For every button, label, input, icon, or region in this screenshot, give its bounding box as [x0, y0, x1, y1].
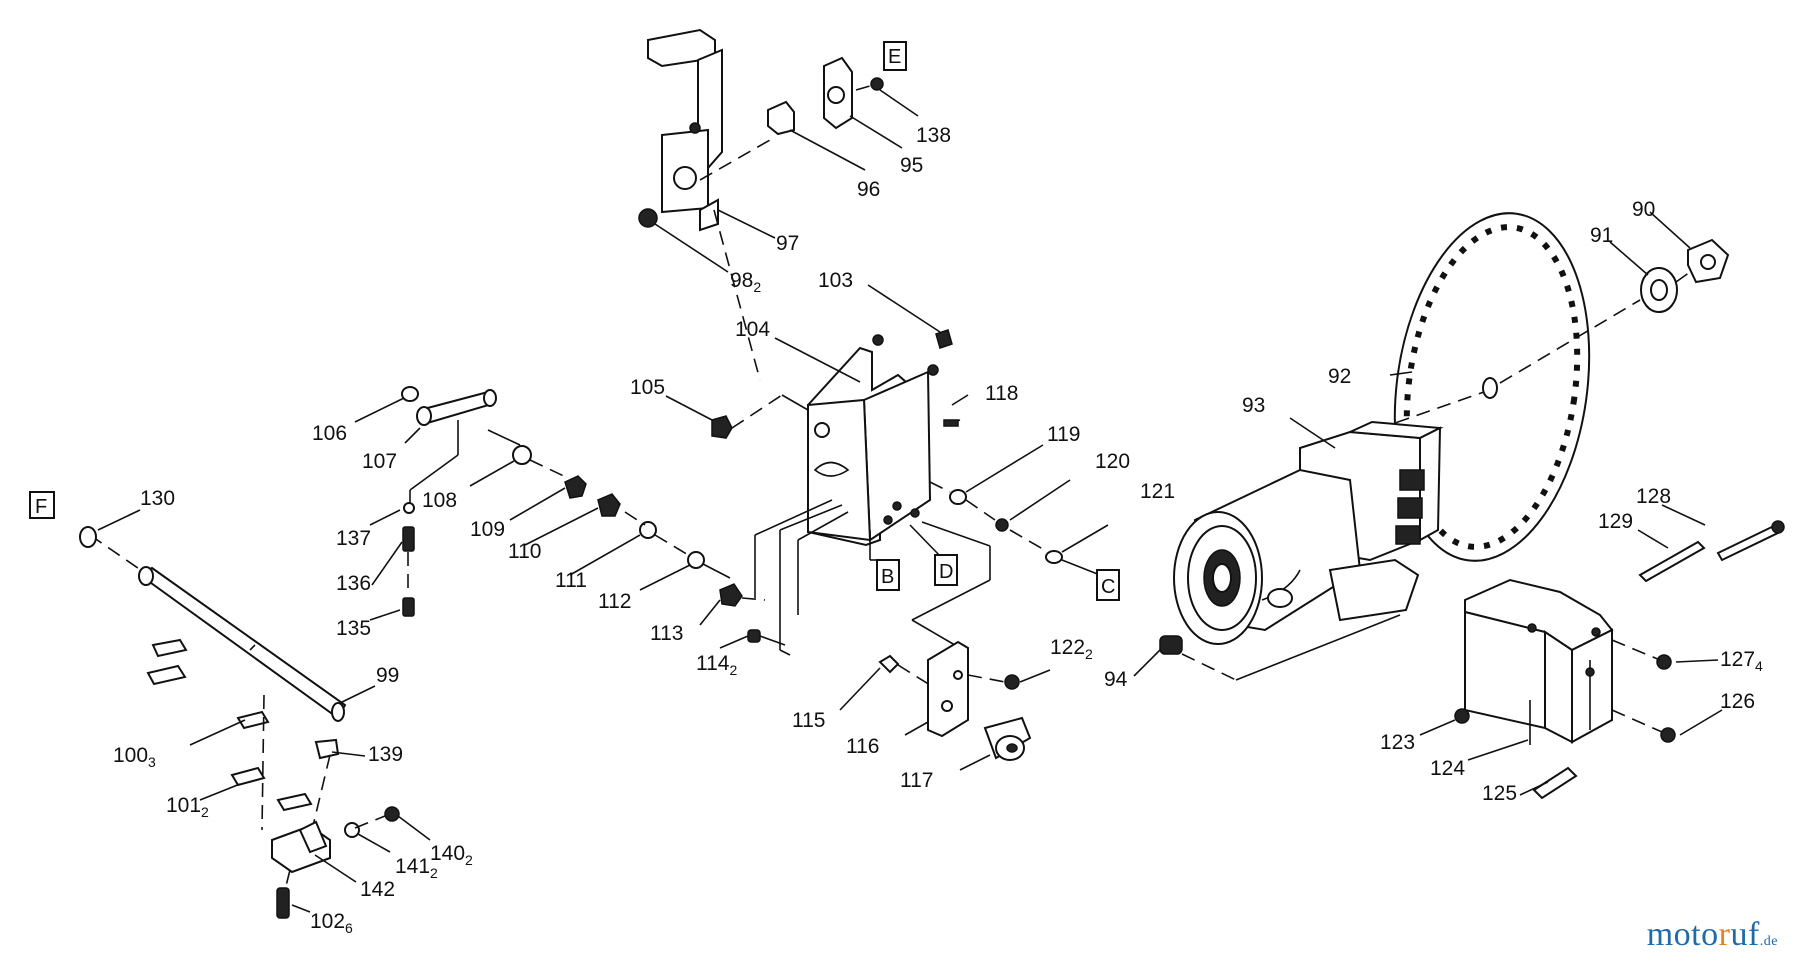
- connector-c: C: [1101, 576, 1115, 598]
- callout-127: 1274: [1720, 648, 1763, 674]
- linkage-assembly: [354, 386, 731, 621]
- callout-110: 110: [508, 540, 541, 563]
- saw-blade: [1393, 212, 1591, 562]
- callout-94: 94: [1104, 668, 1128, 691]
- callout-103: 103: [818, 269, 853, 292]
- callout-113: 113: [650, 622, 683, 645]
- callout-139: 139: [368, 743, 403, 766]
- brand-part-1: moto: [1646, 916, 1719, 953]
- callout-126: 126: [1720, 690, 1755, 713]
- callout-125: 125: [1482, 782, 1517, 805]
- callout-136: 136: [336, 572, 371, 595]
- callout-117: 117: [900, 769, 933, 792]
- callout-98: 982: [730, 269, 761, 295]
- callout-102: 1026: [310, 910, 353, 936]
- connector-b: B: [881, 566, 894, 588]
- callout-95: 95: [900, 154, 923, 177]
- callout-122: 1222: [1050, 636, 1093, 662]
- callout-114: 1142: [696, 652, 737, 678]
- tilt-plate-assembly: [839, 640, 1051, 771]
- mount-bracket-assembly: [665, 284, 1120, 656]
- callout-labels: 130 99 1003 1012 139 1402 1412 142 1026 …: [113, 124, 1763, 936]
- callout-99: 99: [376, 664, 399, 687]
- callout-121: 121: [1140, 480, 1175, 503]
- callout-137: 137: [336, 527, 371, 550]
- connector-f: F: [35, 496, 47, 518]
- shaft-assembly: [29, 491, 431, 919]
- connector-e: E: [888, 46, 901, 68]
- callout-91: 91: [1590, 224, 1613, 247]
- callout-93: 93: [1242, 394, 1265, 417]
- callout-142: 142: [360, 878, 395, 901]
- guard-box: [1464, 578, 1614, 745]
- callout-109: 109: [470, 518, 505, 541]
- callout-141: 1412: [395, 855, 438, 881]
- callout-128: 128: [1636, 485, 1671, 508]
- bracket-assembly: [638, 28, 919, 381]
- brand-part-2: r: [1718, 916, 1731, 953]
- callout-112: 112: [598, 590, 631, 613]
- callout-138: 138: [916, 124, 951, 147]
- callout-115: 115: [792, 709, 825, 732]
- callout-119: 119: [1047, 423, 1080, 446]
- callout-90: 90: [1632, 198, 1655, 221]
- callout-118: 118: [985, 382, 1018, 405]
- brand-logo: motoruf.de: [1647, 916, 1778, 954]
- callout-116: 116: [846, 735, 879, 758]
- callout-97: 97: [776, 232, 799, 255]
- callout-107: 107: [362, 450, 397, 473]
- callout-108: 108: [422, 489, 457, 512]
- callout-92: 92: [1328, 365, 1351, 388]
- callout-101: 1012: [166, 794, 209, 820]
- callout-124: 124: [1430, 757, 1465, 780]
- callout-129: 129: [1598, 510, 1633, 533]
- callout-105: 105: [630, 376, 665, 399]
- brand-tld: .de: [1759, 934, 1778, 949]
- callout-123: 123: [1380, 731, 1415, 754]
- brand-part-3: uf: [1730, 916, 1760, 953]
- callout-96: 96: [857, 178, 880, 201]
- motor-blade-assembly: [1133, 211, 1785, 800]
- callout-104: 104: [735, 318, 770, 341]
- callout-100: 1003: [113, 744, 156, 770]
- connector-d: D: [939, 561, 953, 583]
- callout-111: 111: [555, 569, 587, 592]
- motor-body: [1173, 420, 1444, 645]
- callout-135: 135: [336, 617, 371, 640]
- callout-120: 120: [1095, 450, 1130, 473]
- connector-labels: F E B D C: [35, 46, 1115, 598]
- callout-130: 130: [140, 487, 175, 510]
- callout-140: 1402: [430, 842, 473, 868]
- callout-106: 106: [312, 422, 347, 445]
